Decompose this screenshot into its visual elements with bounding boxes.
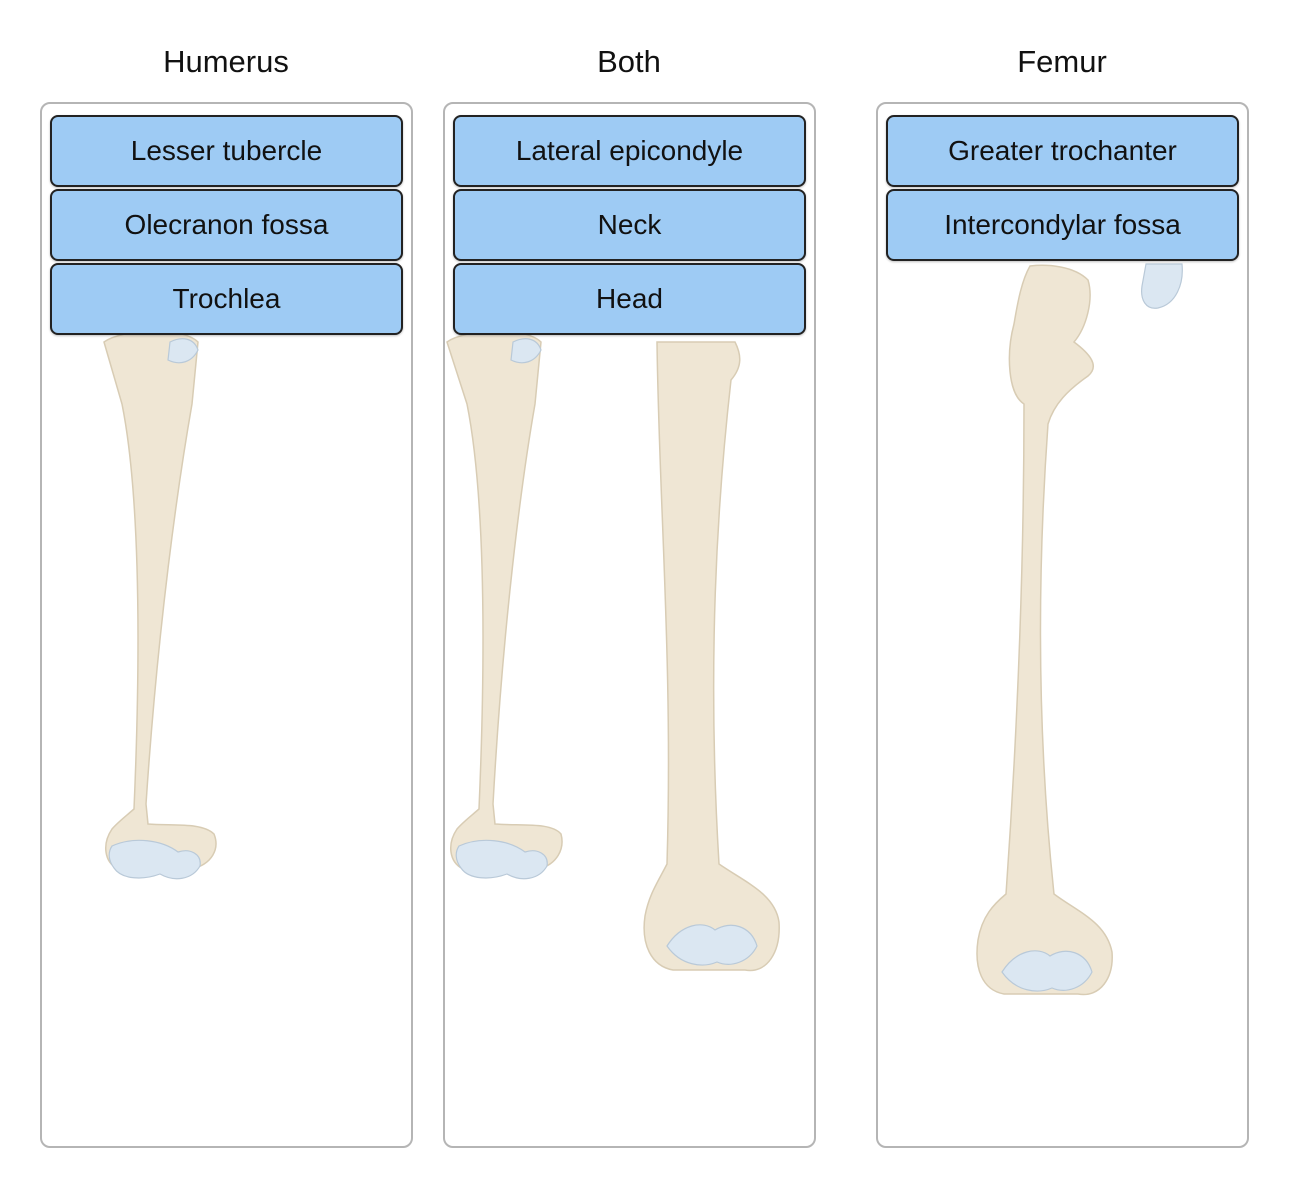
column-title-humerus: Humerus xyxy=(163,44,289,79)
drop-zone-femur[interactable]: Greater trochanter Intercondylar fossa xyxy=(876,102,1249,1148)
drop-zone-both[interactable]: Lateral epicondyle Neck Head xyxy=(443,102,816,1148)
tile-stack-humerus: Lesser tubercle Olecranon fossa Trochlea xyxy=(50,115,403,337)
label-tile-head[interactable]: Head xyxy=(453,263,806,335)
label-tile-neck[interactable]: Neck xyxy=(453,189,806,261)
drop-zone-humerus[interactable]: Lesser tubercle Olecranon fossa Trochlea xyxy=(40,102,413,1148)
label-tile-lesser-tubercle[interactable]: Lesser tubercle xyxy=(50,115,403,187)
label-tile-trochlea[interactable]: Trochlea xyxy=(50,263,403,335)
label-tile-lateral-epicondyle[interactable]: Lateral epicondyle xyxy=(453,115,806,187)
label-tile-greater-trochanter[interactable]: Greater trochanter xyxy=(886,115,1239,187)
column-title-both: Both xyxy=(597,44,661,79)
humerus-bone-image xyxy=(103,330,217,880)
label-tile-olecranon-fossa[interactable]: Olecranon fossa xyxy=(50,189,403,261)
femur-bone-image xyxy=(976,263,1183,996)
column-title-femur: Femur xyxy=(1017,44,1107,79)
label-tile-intercondylar-fossa[interactable]: Intercondylar fossa xyxy=(886,189,1239,261)
tile-stack-both: Lateral epicondyle Neck Head xyxy=(453,115,806,337)
humerus-and-femur-bone-image xyxy=(446,330,780,972)
tile-stack-femur: Greater trochanter Intercondylar fossa xyxy=(886,115,1239,263)
